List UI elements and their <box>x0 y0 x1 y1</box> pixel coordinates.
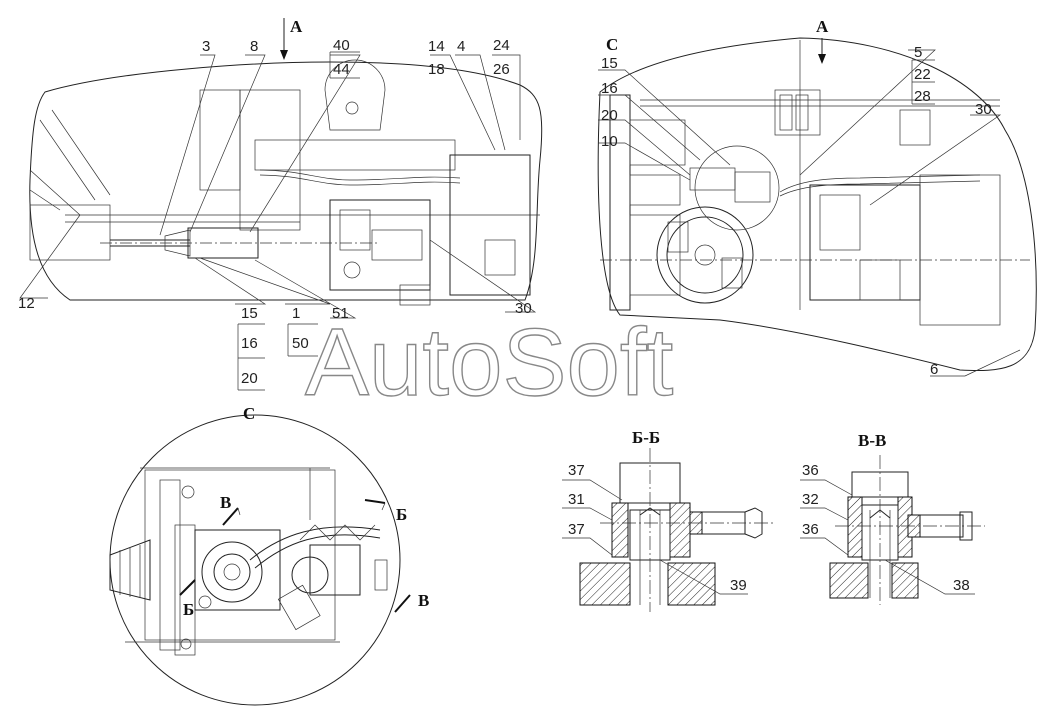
callout: 5 <box>914 44 922 61</box>
callout: 37 <box>568 521 585 538</box>
section-mark-label: Б <box>396 505 407 524</box>
section-vv-labels: В-В 36 32 36 38 <box>802 431 970 594</box>
callout: 6 <box>930 361 938 378</box>
callout: 36 <box>802 521 819 538</box>
section-mark-label: В <box>418 591 429 610</box>
callout: 18 <box>428 61 445 78</box>
callout: 51 <box>332 305 349 322</box>
callout: 15 <box>601 55 618 72</box>
callout: 36 <box>802 462 819 479</box>
callout: 4 <box>457 38 465 55</box>
section-title: В-В <box>858 431 886 450</box>
left-view-labels: А 3 8 40 44 14 4 18 24 26 12 15 16 20 1 … <box>18 17 532 391</box>
callout: 39 <box>730 577 747 594</box>
callout: 15 <box>241 305 258 322</box>
callout: 8 <box>250 38 258 55</box>
callout: 10 <box>601 133 618 150</box>
callout: 50 <box>292 335 309 352</box>
callout: 12 <box>18 295 35 312</box>
callout: 30 <box>975 101 992 118</box>
callout: 30 <box>515 300 532 317</box>
detail-label: C <box>606 35 618 54</box>
callout: 44 <box>333 61 350 78</box>
callout: 16 <box>241 335 258 352</box>
detail-c-labels: C В Б Б В <box>183 404 429 619</box>
callout: 38 <box>953 577 970 594</box>
left-view <box>19 18 543 319</box>
section-title: Б-Б <box>632 428 660 447</box>
view-arrow-label: А <box>290 17 303 36</box>
section-mark-label: Б <box>183 600 194 619</box>
callout: 1 <box>292 305 300 322</box>
watermark: AutoSoft <box>305 309 673 416</box>
section-bb-labels: Б-Б 37 31 37 39 <box>568 428 747 594</box>
callout: 3 <box>202 38 210 55</box>
callout: 20 <box>241 370 258 387</box>
section-mark-label: В <box>220 493 231 512</box>
callout: 37 <box>568 462 585 479</box>
callout: 16 <box>601 80 618 97</box>
section-vv <box>800 455 985 605</box>
callout: 26 <box>493 61 510 78</box>
callout: 20 <box>601 107 618 124</box>
section-bb <box>562 448 775 612</box>
callout: 28 <box>914 88 931 105</box>
right-view-labels: C А 15 16 20 10 5 22 28 30 6 <box>601 17 992 378</box>
callout: 14 <box>428 38 445 55</box>
detail-title: C <box>243 404 255 423</box>
callout: 24 <box>493 37 510 54</box>
callout: 40 <box>333 37 350 54</box>
callout: 31 <box>568 491 585 508</box>
right-view <box>597 37 1037 377</box>
callout: 32 <box>802 491 819 508</box>
callout: 22 <box>914 66 931 83</box>
detail-c <box>109 414 411 706</box>
view-arrow-label: А <box>816 17 829 36</box>
